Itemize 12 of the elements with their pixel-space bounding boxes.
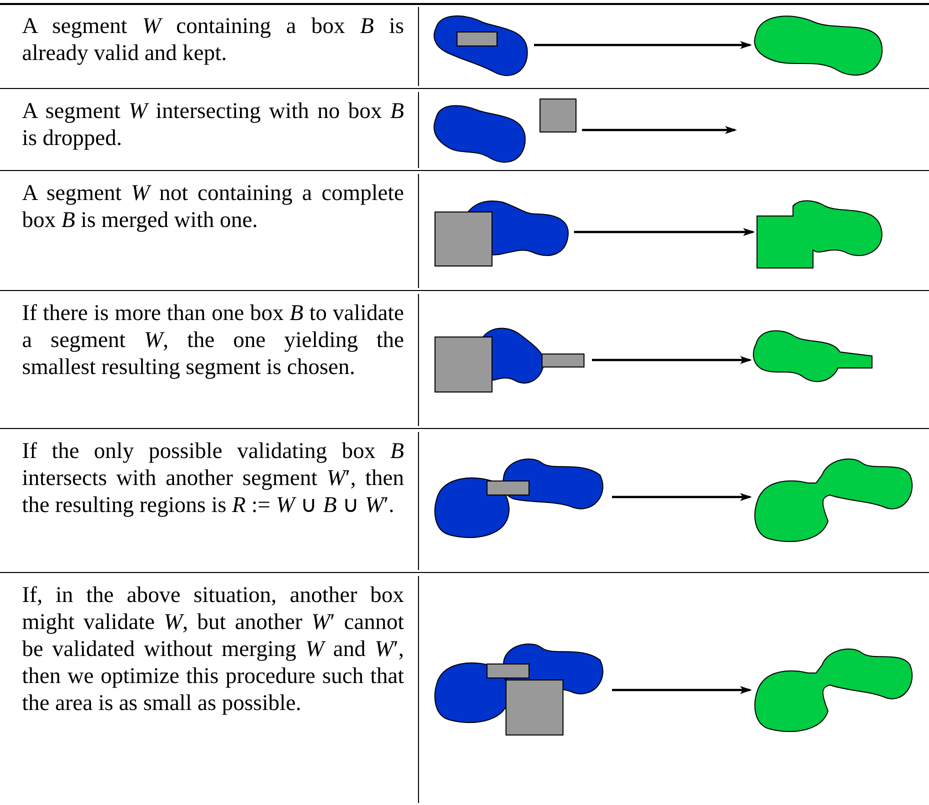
description-text: If there is more than one box B to validate a segment W, the one yielding the smallest resulting segment is chosen.	[22, 299, 404, 380]
description-text: A segment W intersecting with no box B is dropped.	[22, 97, 404, 151]
arrow	[592, 356, 752, 364]
description-text: If the only possible validating box B intersects with another segment W′, then the resulting regions is R := W ∪ B ∪ W′.	[22, 437, 404, 518]
arrow	[534, 41, 752, 49]
description-text: A segment W not containing a complete box B is merged with one.	[22, 179, 404, 233]
description-text: If, in the above situation, another box might validate W, but another W′ cannot be validated without merging W and W′, then we optimize this procedure such that the area is as small as possible.	[22, 581, 404, 716]
arrow	[582, 126, 737, 134]
arrow	[612, 686, 752, 694]
description-text: A segment W containing a box B is already valid and kept.	[22, 12, 404, 66]
arrow	[612, 493, 752, 501]
arrow	[574, 228, 755, 236]
